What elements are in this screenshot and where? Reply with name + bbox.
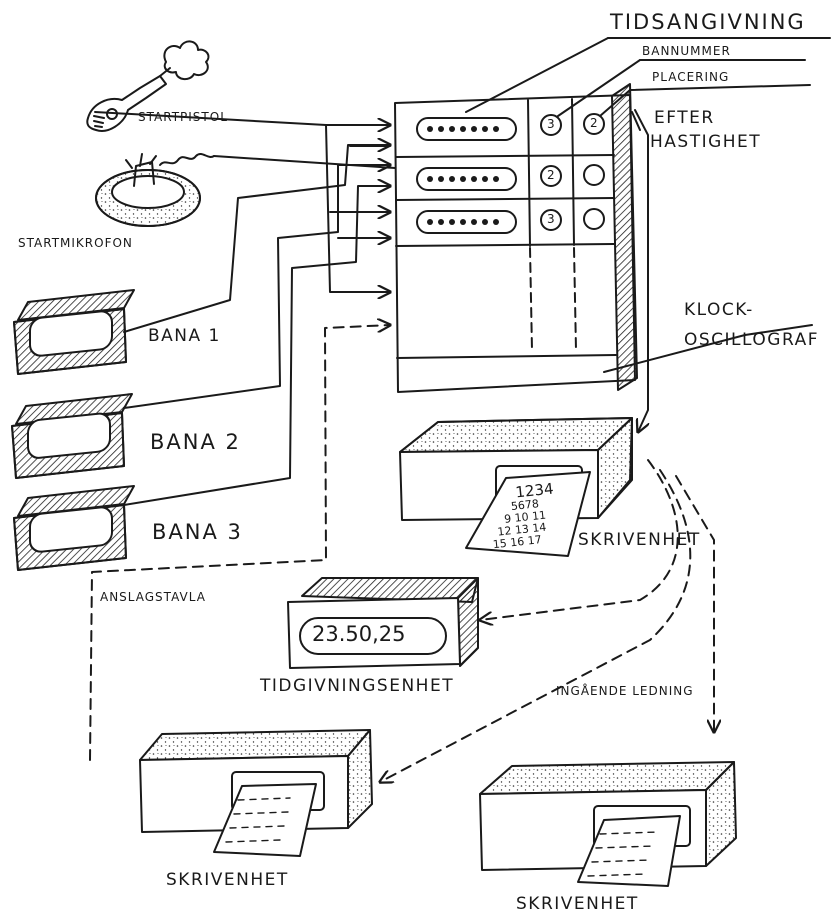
time-display-value: 23.50,25: [312, 622, 406, 646]
output-wires: [380, 459, 714, 782]
label-oscillograf: OSCILLOGRAF: [684, 330, 819, 350]
label-anslagstavla: ANSLAGSTAVLA: [100, 590, 206, 604]
label-skrivenhet-left: SKRIVENHET: [166, 870, 289, 890]
label-tidgivningsenhet: TIDGIVNINGSENHET: [260, 676, 455, 696]
printer-icon: [479, 761, 737, 887]
control-cabinet: [394, 83, 638, 393]
label-bana-1: BANA 1: [148, 326, 221, 346]
label-skrivenhet-right: SKRIVENHET: [516, 894, 639, 914]
start-microphone-icon: [95, 153, 396, 227]
label-startmikrofon: STARTMIKROFON: [18, 236, 133, 250]
lane-number-2: 2: [547, 168, 556, 182]
input-wires: [89, 109, 648, 761]
label-startpistol: STARTPISTOL: [138, 110, 228, 124]
label-hastighet: HASTIGHET: [650, 132, 762, 152]
leader-lines: [465, 37, 831, 373]
label-tidsangivning: TIDSANGIVNING: [610, 10, 806, 34]
lane-number-1: 3: [547, 117, 556, 131]
time-display-windows: [416, 117, 517, 234]
lane-number-3: 3: [547, 212, 556, 226]
printer-tape: 1234 5678 9 10 11 12 13 14 15 16 17: [485, 480, 560, 552]
label-efter: EFTER: [654, 108, 715, 128]
label-bana-3: BANA 3: [152, 520, 243, 544]
lane-pad-icon: [11, 289, 135, 571]
label-klock: KLOCK-: [684, 300, 754, 320]
label-ingaende-ledning: INGÅENDE LEDNING: [556, 684, 694, 698]
panel-circles: [540, 113, 605, 231]
label-placering: PLACERING: [652, 70, 730, 84]
printer-icon: [139, 729, 373, 857]
time-display-icon: [287, 577, 479, 669]
placement-1: 2: [590, 116, 599, 130]
label-bannummer: BANNUMMER: [642, 44, 731, 58]
printer-icon: [399, 417, 633, 557]
label-bana-2: BANA 2: [150, 430, 241, 454]
label-skrivenhet-main: SKRIVENHET: [578, 530, 701, 550]
